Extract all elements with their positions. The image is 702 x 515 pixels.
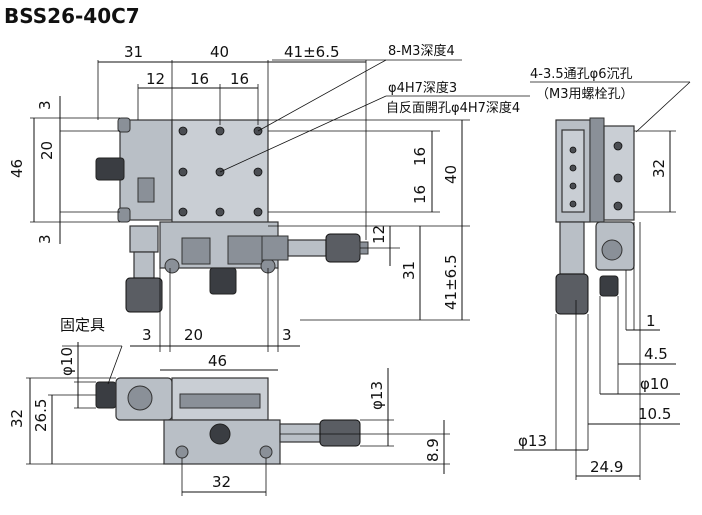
side-dim-d10-5: 10.5 [638,405,671,423]
drawing-title: BSS26-40C7 [4,4,140,28]
dim-r40: 40 [442,165,460,184]
dim-w40: 40 [210,43,229,61]
dim-w12: 12 [146,70,165,88]
left-bracket [119,119,173,221]
lock-block [137,177,155,203]
front-micrometer-sleeve [279,423,321,443]
front-foot-right [259,445,273,459]
note-m3: 8-M3深度4 [388,43,455,59]
carriage-foot-left [164,258,180,274]
side-dim-h32: 32 [650,159,668,178]
front-foot-left [175,445,189,459]
dim-h20: 20 [38,141,56,160]
side-dim-d4-5: 4.5 [644,345,668,363]
clamp-screw-top [117,117,131,133]
side-dim-d24-9: 24.9 [590,458,623,476]
dim-b20: 20 [184,326,203,344]
dim-h46: 46 [8,159,26,178]
micrometer-thimble-v [125,277,163,313]
micrometer-sleeve-h [287,239,327,257]
clamp-screw-bottom [117,207,131,223]
dim-b46: 46 [208,352,227,370]
fixture-knob [95,381,117,409]
carriage-block-right [227,235,263,265]
dim-r31: 31 [400,261,418,280]
carriage-knob [209,267,237,295]
micrometer-sleeve-v [133,251,155,279]
front-micrometer-thimble [319,419,361,447]
front-center-knob [209,423,231,445]
front-dim-w32: 32 [212,473,231,491]
dim-w16b: 16 [230,70,249,88]
front-dim-h26: 26.5 [32,399,50,432]
dim-h3b: 3 [36,234,54,244]
front-dim-h32: 32 [8,409,26,428]
lock-knob [95,157,125,181]
mounting-holes [178,126,263,217]
front-view: φ10 固定具 32 26.5 φ13 8.9 32 [8,316,450,496]
side-view: 4-3.5通孔φ6沉孔 （M3用螺栓孔） 32 1 4.5 φ10 10.5 φ… [514,67,691,480]
note-pin: φ4H7深度3 [388,80,457,96]
micrometer-thimble-h [325,233,361,263]
side-dim-phi13: φ13 [518,432,547,450]
side-note-holes-m3: （M3用螺栓孔） [536,87,634,102]
fixture-round [127,385,153,411]
dim-r41: 41±6.5 [442,254,460,310]
front-note-fixture: 固定具 [60,316,105,334]
carriage-block-left [181,237,211,265]
note-pin-back: 自反面開孔φ4H7深度4 [386,100,520,116]
dim-h3a: 3 [36,100,54,110]
front-dim-phi13: φ13 [368,381,386,410]
front-dim-phi10: φ10 [58,347,76,376]
side-micrometer-sleeve [559,221,585,275]
top-view: 31 40 41±6.5 12 16 16 46 3 20 3 16 16 40 [8,43,530,371]
micrometer-body-h [261,235,289,261]
side-dim-phi10: φ10 [640,375,669,393]
front-dim-h8-9: 8.9 [424,438,442,462]
dim-w41: 41±6.5 [284,43,340,61]
dim-b3b: 3 [282,326,292,344]
dim-r16a: 16 [411,147,429,166]
dim-b3a: 3 [142,326,152,344]
side-note-holes: 4-3.5通孔φ6沉孔 [530,67,632,82]
dim-r12: 12 [370,225,388,244]
side-carriage-round [601,239,623,261]
dim-w16a: 16 [190,70,209,88]
side-knob [599,275,619,297]
front-stage-rail [179,393,261,409]
side-micrometer-thimble [555,273,589,315]
dim-r16b: 16 [411,185,429,204]
dim-w31: 31 [124,43,143,61]
side-rail [589,117,605,223]
side-dim-d1: 1 [646,312,656,330]
micrometer-body-v [129,225,159,253]
